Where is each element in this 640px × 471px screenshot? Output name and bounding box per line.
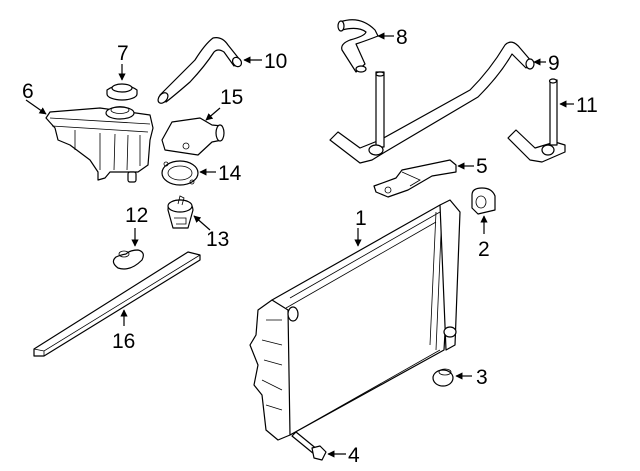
callout-14: 14 xyxy=(218,162,242,185)
gasket[interactable] xyxy=(161,160,199,186)
coolant-reservoir[interactable] xyxy=(45,106,154,183)
callout-8: 8 xyxy=(396,26,408,49)
upper-hose[interactable] xyxy=(156,37,243,106)
drain-plug[interactable] xyxy=(291,431,327,461)
small-hose[interactable] xyxy=(112,249,144,270)
radiator[interactable] xyxy=(249,199,461,441)
lower-hose[interactable] xyxy=(329,41,535,164)
callout-1: 1 xyxy=(355,207,367,230)
leader-13 xyxy=(193,215,211,231)
callout-9: 9 xyxy=(548,52,560,75)
callout-15: 15 xyxy=(220,86,243,109)
callout-2: 2 xyxy=(478,238,490,261)
water-outlet[interactable] xyxy=(161,117,225,156)
callout-16: 16 xyxy=(112,330,135,353)
callout-3: 3 xyxy=(476,366,488,389)
callout-11: 11 xyxy=(576,94,598,117)
reservoir-cap[interactable] xyxy=(106,83,138,101)
seal-strip[interactable] xyxy=(33,251,201,357)
callout-5: 5 xyxy=(476,155,488,178)
lower-insulator[interactable] xyxy=(432,368,454,387)
callout-7: 7 xyxy=(117,42,129,65)
hose[interactable] xyxy=(337,19,379,73)
callout-labels: 1 2 3 4 5 6 7 8 9 10 11 12 13 14 15 16 xyxy=(22,26,598,467)
callout-12: 12 xyxy=(125,204,148,227)
leader-15 xyxy=(205,107,221,121)
bracket[interactable] xyxy=(373,159,457,198)
upper-insulator[interactable] xyxy=(471,187,496,215)
callout-4: 4 xyxy=(348,444,360,467)
callout-10: 10 xyxy=(264,50,287,73)
leader-lines xyxy=(25,32,574,458)
bypass-hose[interactable] xyxy=(507,78,566,163)
callout-6: 6 xyxy=(22,80,34,103)
leader-6 xyxy=(25,99,47,115)
callout-13: 13 xyxy=(206,228,229,251)
thermostat[interactable] xyxy=(167,195,194,229)
